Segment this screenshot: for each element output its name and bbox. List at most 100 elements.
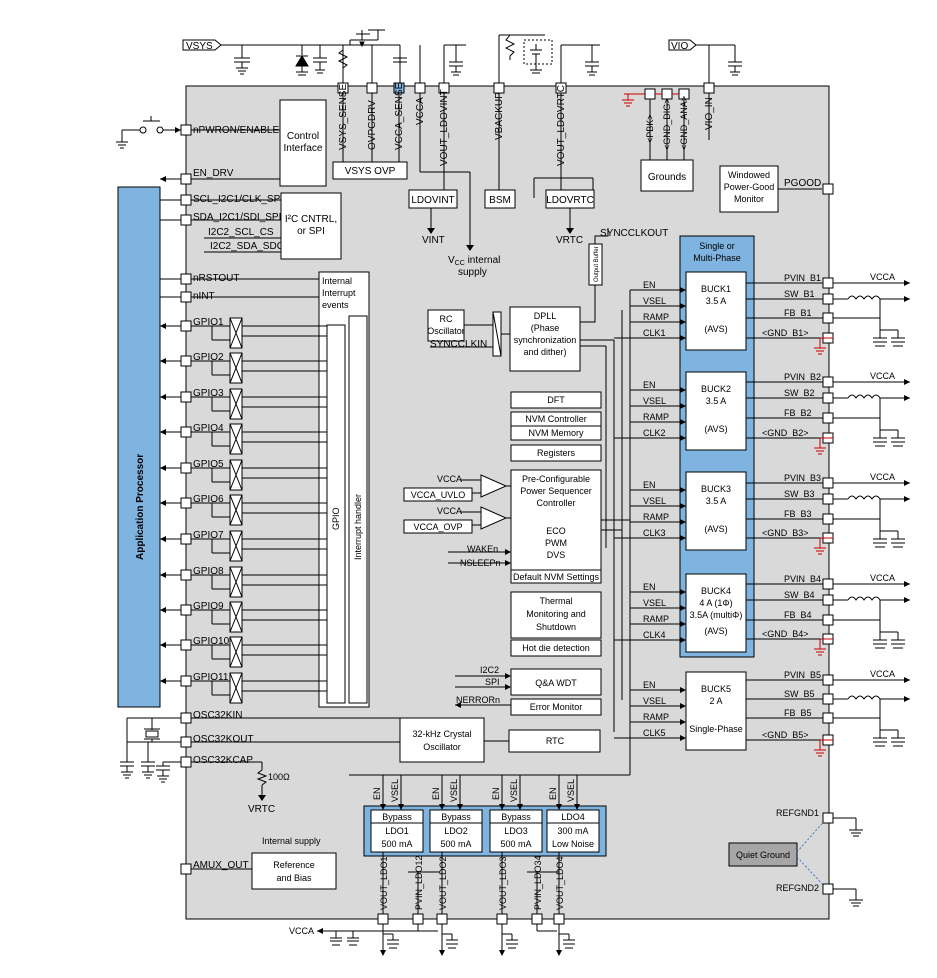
gpio-block[interactable] xyxy=(326,324,346,704)
buck-ctrl-arrow xyxy=(680,719,686,725)
control-interface[interactable] xyxy=(279,99,327,187)
ldo-vout-label: VOUT_LDO4 xyxy=(555,856,565,910)
buck-pin-pad xyxy=(822,277,834,289)
ldo-en-arrow xyxy=(439,804,445,810)
error-monitor[interactable] xyxy=(510,698,602,716)
buck-pin-pvin: PVIN_B5 xyxy=(784,670,821,680)
gpio-pad xyxy=(180,675,192,687)
hot-die-detection[interactable] xyxy=(510,639,602,657)
ovp-comparator[interactable] xyxy=(403,506,511,534)
crystal-oscillator[interactable] xyxy=(399,717,485,763)
ldo-vsel-arrow xyxy=(457,804,463,810)
vcca-uvlo-label: VCCA_UVLO xyxy=(411,490,466,500)
gpio-arrow xyxy=(160,572,166,578)
spi-label: SPI xyxy=(485,677,500,687)
bsm-label: BSM xyxy=(489,195,511,206)
buck-vcca-label: VCCA xyxy=(870,472,895,482)
vsys-ovp[interactable] xyxy=(332,161,408,180)
buck-ctrl-label: EN xyxy=(643,280,656,290)
ldovrtc-block[interactable] xyxy=(545,189,595,209)
xtal-l1: 32-kHz Crystal xyxy=(412,729,471,739)
seq-l6: PWM xyxy=(545,538,567,548)
gpio-mux-x xyxy=(229,672,243,704)
pwron-switch[interactable] xyxy=(116,116,181,149)
buck-clk-arrow xyxy=(680,435,686,441)
gpio-mux-x xyxy=(229,423,243,455)
ldo-en-label: EN xyxy=(431,787,441,800)
i2c-controller[interactable] xyxy=(280,192,342,260)
vbackup-circuit xyxy=(498,34,553,86)
buck3-block xyxy=(685,471,747,551)
ldo-en-arrow xyxy=(499,804,505,810)
arrow-waken xyxy=(505,549,511,555)
buck-pin-gnd: <GND_B5> xyxy=(762,730,809,740)
buck-ctrl-label: RAMP xyxy=(643,512,669,522)
nvm-memory[interactable] xyxy=(510,425,602,441)
buck-ctrl-arrow xyxy=(680,319,686,325)
power-good-monitor[interactable] xyxy=(719,165,779,213)
seq-l5: ECO xyxy=(546,526,566,536)
gpio-label-7: GPIO7 xyxy=(193,530,224,541)
quiet-ground[interactable] xyxy=(728,842,798,867)
registers-block[interactable] xyxy=(510,444,602,462)
grounds-block[interactable] xyxy=(640,159,694,192)
gpio-mux-x xyxy=(229,352,243,384)
seq-l7: DVS xyxy=(547,550,566,560)
ldovint-block[interactable] xyxy=(408,189,458,209)
ldo-out-pad xyxy=(553,913,565,925)
qa-wdt[interactable] xyxy=(510,668,602,696)
pgood-label: PGOOD xyxy=(784,178,821,189)
buck-pin-sw: SW_B2 xyxy=(784,388,815,398)
gpio-arrow xyxy=(160,678,166,684)
clock-mux-cross xyxy=(492,311,502,357)
ldo-l2: LDO1 xyxy=(385,826,409,836)
buck-pin-gnd: <GND_B3> xyxy=(762,528,809,538)
buck-current: 3.5 A xyxy=(706,396,727,406)
nrst-nint-wires xyxy=(160,278,319,298)
vcc-internal-l1: VCC internal xyxy=(448,255,500,267)
rc-oscillator[interactable] xyxy=(427,309,465,342)
rc-l1: RC xyxy=(440,314,453,324)
gpio-mux-x xyxy=(229,636,243,668)
nsleepn-label: NSLEEPn xyxy=(460,558,501,568)
arrow-vrtc-ext xyxy=(258,795,266,801)
vcca-bottom-label: VCCA xyxy=(289,926,314,936)
buck-bus xyxy=(349,290,631,776)
buck-ctrl-arrow xyxy=(680,589,686,595)
buck-clk-label: CLK2 xyxy=(643,428,666,438)
buck-ctrl-label: EN xyxy=(643,582,656,592)
external-crystal[interactable] xyxy=(120,717,181,783)
ldovrtc-label: LDOVRTC xyxy=(546,195,594,206)
ldo-out-arrow xyxy=(556,950,562,956)
gpio-pad xyxy=(180,355,192,367)
buck-pin-pad xyxy=(822,376,834,388)
buck-ctrl-label: VSEL xyxy=(643,396,666,406)
gpio-block-label: GPIO xyxy=(331,507,341,530)
gpio-mux-x xyxy=(229,388,243,420)
default-nvm-settings[interactable] xyxy=(510,569,602,584)
ldo-l2: LDO3 xyxy=(504,826,528,836)
dpll-block[interactable] xyxy=(509,306,581,372)
bsm-block[interactable] xyxy=(484,189,516,209)
thermal-monitor[interactable] xyxy=(510,591,602,639)
ldo-vsel-arrow xyxy=(574,804,580,810)
pin-amux-out: AMUX_OUT xyxy=(193,860,249,871)
reference-and-bias[interactable] xyxy=(251,852,337,890)
ldo-out-pad xyxy=(496,913,508,925)
gpio-pad xyxy=(180,497,192,509)
buck-pin-pad xyxy=(822,712,834,724)
uvlo-comparator[interactable] xyxy=(403,474,511,502)
buck-pin-gnd: <GND_B2> xyxy=(762,428,809,438)
application-processor[interactable] xyxy=(117,186,161,708)
gpio-label-2: GPIO2 xyxy=(193,352,224,363)
irq-l3: events xyxy=(322,300,349,310)
dft-block[interactable] xyxy=(510,391,602,409)
interrupt-handler[interactable] xyxy=(348,315,368,704)
ldo-pvin-pad xyxy=(412,913,424,925)
buck-name: BUCK3 xyxy=(701,484,731,494)
buck-pin-fb: FB_B2 xyxy=(784,408,812,418)
ldo4-block xyxy=(546,809,600,853)
buck-vcca-arrow xyxy=(904,677,910,683)
inductor-icon xyxy=(847,695,881,700)
refgnd2-pad xyxy=(822,883,834,895)
